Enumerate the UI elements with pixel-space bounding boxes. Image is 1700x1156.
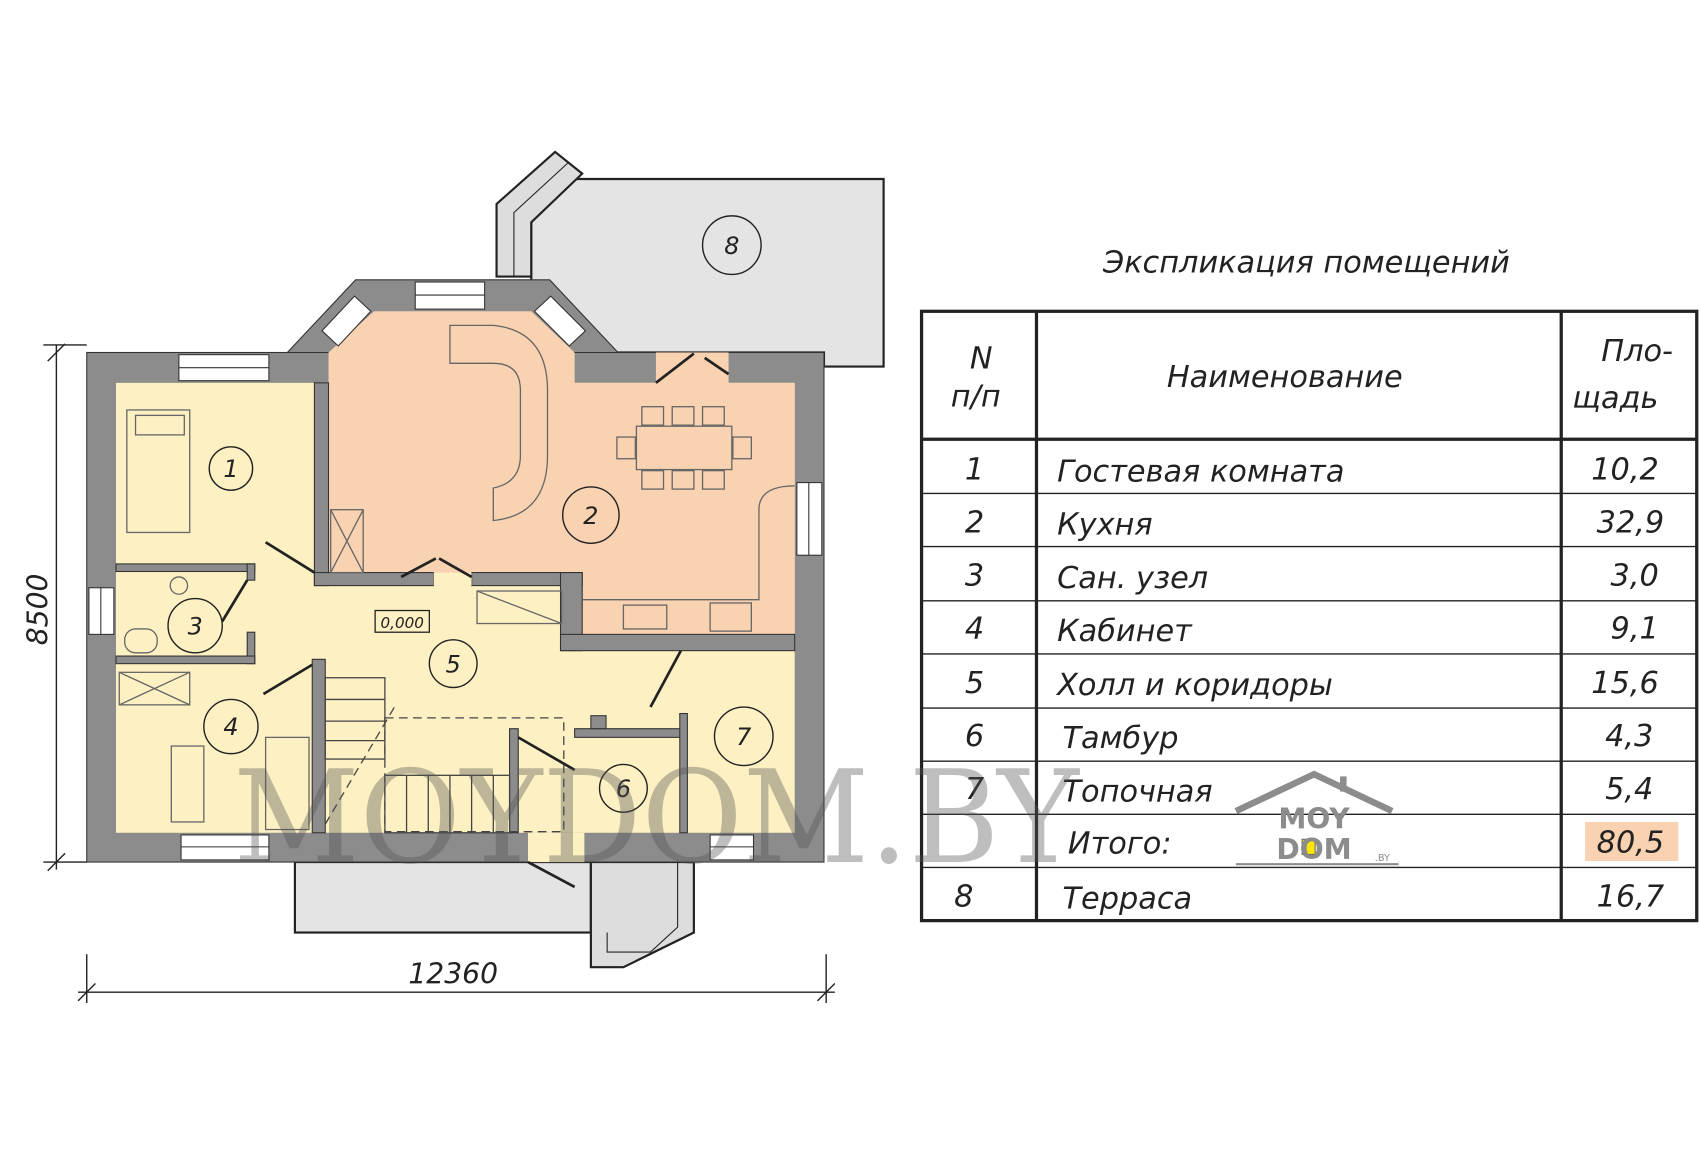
- row-3-name: Сан. узел: [1057, 561, 1208, 596]
- watermark: MOYDOM.BY: [233, 744, 1080, 893]
- row-1-area: 10,2: [1591, 452, 1659, 487]
- room-number-7: 7: [736, 723, 751, 751]
- row-1-num: 1: [965, 452, 984, 487]
- header-area-1: Пло-: [1601, 334, 1673, 369]
- row-6-num: 6: [965, 719, 984, 754]
- row-2-num: 2: [965, 505, 984, 540]
- interior-walls: [115, 382, 796, 834]
- row-7-area: 5,4: [1605, 772, 1653, 807]
- logo-window-icon: [1301, 838, 1316, 856]
- row-6-name: Тамбур: [1062, 721, 1178, 756]
- porch: [293, 860, 695, 969]
- row-2-area: 32,9: [1597, 505, 1665, 540]
- kitchen-fill: [328, 311, 795, 635]
- row-8-area: 16,7: [1597, 880, 1665, 915]
- row-4-name: Кабинет: [1057, 614, 1193, 649]
- row-4-area: 9,1: [1611, 612, 1659, 647]
- room-number-2: 2: [583, 502, 598, 530]
- furniture: [118, 324, 795, 831]
- row-4-num: 4: [965, 612, 984, 647]
- room-number-6: 6: [616, 775, 631, 803]
- explication-table: [919, 309, 1699, 923]
- room-number-8: 8: [724, 232, 739, 260]
- doors[interactable]: [221, 352, 730, 889]
- row-8-num: 8: [954, 880, 973, 915]
- room-number-1: 1: [223, 455, 238, 483]
- windows: [88, 281, 823, 861]
- row-6-area: 4,3: [1605, 719, 1653, 754]
- dimension-lines: [43, 343, 836, 1003]
- total-label: Итого:: [1068, 826, 1172, 861]
- row-1-name: Гостевая комната: [1057, 455, 1344, 490]
- svg-text:.BY: .BY: [1375, 853, 1390, 864]
- dining-table: [635, 425, 733, 471]
- staircase: [324, 677, 565, 834]
- row-8-name: Терраса: [1062, 882, 1192, 917]
- row-5-num: 5: [965, 666, 984, 701]
- row-3-area: 3,0: [1611, 559, 1659, 594]
- kitchen-door-opening: [433, 572, 472, 586]
- table-title: Экспликация помещений: [1102, 245, 1510, 280]
- moydom-logo: MOY DOM .BY: [1234, 770, 1399, 866]
- level-mark-box: [374, 609, 430, 633]
- row-3-num: 3: [965, 559, 984, 594]
- header-name: Наименование: [1167, 360, 1403, 395]
- header-area-2: щадь: [1572, 381, 1658, 416]
- svg-text:DOM: DOM: [1276, 833, 1351, 866]
- sofa: [449, 324, 549, 522]
- header-num-2: п/п: [951, 380, 1001, 415]
- kitchen-counter: [582, 485, 795, 601]
- total-highlight: [1585, 821, 1679, 861]
- row-2-name: Кухня: [1057, 508, 1153, 543]
- header-num-1: N: [970, 342, 993, 377]
- bed: [126, 409, 191, 534]
- dimension-height: 8500: [22, 574, 55, 646]
- room-number-4: 4: [223, 713, 238, 741]
- room-number-5: 5: [446, 650, 461, 678]
- dimension-width: 12360: [408, 957, 498, 990]
- row-7-num: 7: [965, 772, 985, 807]
- entry-opening: [527, 832, 585, 863]
- level-mark: 0,000: [381, 614, 424, 632]
- row-5-area: 15,6: [1591, 666, 1659, 701]
- room-number-3: 3: [188, 612, 203, 640]
- room-markers: [167, 215, 774, 813]
- row-7-name: Топочная: [1062, 774, 1212, 809]
- total-area: 80,5: [1597, 825, 1665, 860]
- desk: [170, 745, 205, 823]
- row-5-name: Холл и коридоры: [1055, 668, 1333, 703]
- svg-text:MOY: MOY: [1278, 802, 1350, 835]
